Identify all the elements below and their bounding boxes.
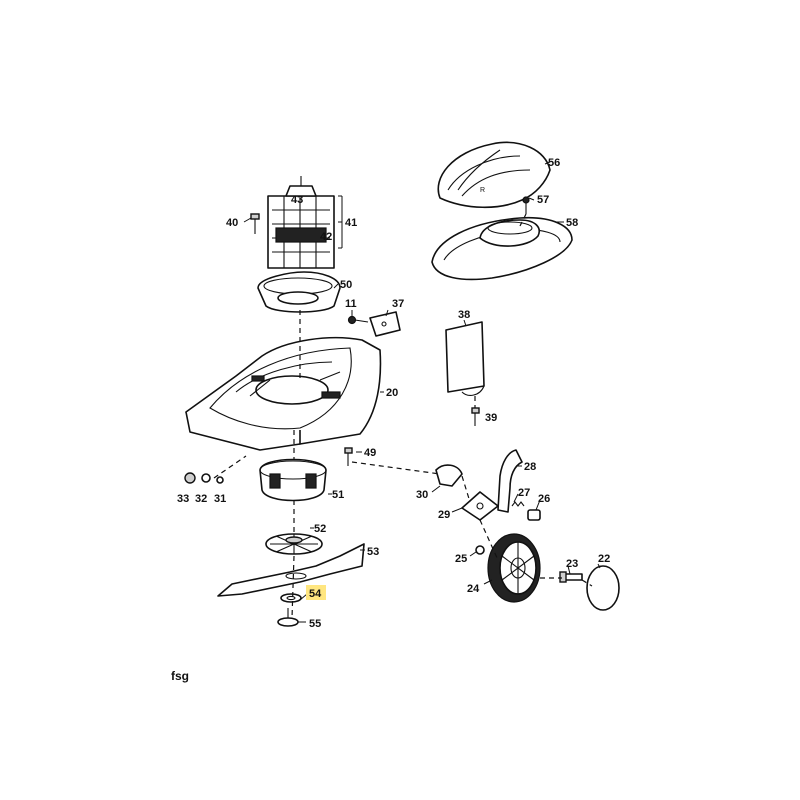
- label-54: 54: [309, 588, 322, 600]
- hub-cap-22-part: [586, 565, 620, 611]
- label-11: 11: [345, 298, 357, 310]
- wheel-bolt-23-part: [559, 571, 583, 583]
- label-51: 51: [332, 489, 344, 501]
- wheel-bracket-30-part: [435, 464, 463, 487]
- label-28: 28: [524, 461, 536, 473]
- blade-fan-part: [265, 533, 323, 555]
- label-33: 33: [177, 493, 189, 505]
- grass-flap-part: [445, 321, 485, 396]
- screw-49-part: [344, 447, 353, 466]
- highlight-box: [306, 585, 326, 600]
- label-55: 55: [309, 618, 321, 630]
- washer-25-part: [475, 545, 485, 555]
- mower-deck-housing-part: [185, 336, 382, 451]
- leader-lines: [243, 161, 601, 623]
- label-42: 42: [320, 231, 332, 243]
- label-26: 26: [538, 493, 550, 505]
- knob-26-part: [527, 509, 541, 521]
- label-20: 20: [386, 387, 398, 399]
- screw-40-part: [250, 213, 260, 234]
- label-32: 32: [195, 493, 207, 505]
- footer-text: fsg: [171, 669, 189, 683]
- washer-54-part: [280, 593, 302, 603]
- wheel-24-part: [487, 533, 541, 603]
- motor-mount-part: [257, 271, 341, 313]
- assembly-lines: [213, 213, 593, 619]
- label-52: 52: [314, 523, 326, 535]
- fastener-set-part: [184, 472, 224, 484]
- motor-cover-base-part: [431, 216, 573, 281]
- screw-39-part: [471, 407, 480, 426]
- electric-motor-part: [267, 176, 335, 269]
- label-57: 57: [537, 194, 549, 206]
- label-40: 40: [226, 217, 238, 229]
- label-41: 41: [345, 217, 357, 229]
- screw-11-part: [347, 315, 369, 325]
- label-49: 49: [364, 447, 376, 459]
- label-27: 27: [518, 487, 530, 499]
- screw-part: [522, 196, 530, 214]
- label-43: 43: [291, 194, 303, 206]
- guard-ring-part: [259, 458, 327, 502]
- label-39: 39: [485, 412, 497, 424]
- label-50: 50: [340, 279, 352, 291]
- spring-27-part: [511, 501, 525, 507]
- label-24: 24: [467, 583, 480, 595]
- label-56: 56: [548, 157, 560, 169]
- label-38: 38: [458, 309, 470, 321]
- label-37: 37: [392, 298, 404, 310]
- cutting-blade-part: [217, 543, 365, 597]
- label-23: 23: [566, 558, 578, 570]
- hood-cover-part: R: [437, 141, 551, 209]
- label-31: 31: [214, 493, 226, 505]
- label-29: 29: [438, 509, 450, 521]
- label-58: 58: [566, 217, 578, 229]
- label-53: 53: [367, 546, 379, 558]
- part-labels: 56 57 58 43 41 42 40 50 11 37 38 20 39 4…: [177, 157, 610, 630]
- svg-text:R: R: [480, 187, 485, 194]
- axle-plate-29-part: [461, 491, 499, 521]
- label-30: 30: [416, 489, 428, 501]
- bracket-37-part: [369, 311, 401, 337]
- label-22: 22: [598, 553, 610, 565]
- blade-bolt-part: [277, 608, 299, 627]
- height-lever-part: [497, 449, 523, 513]
- label-25: 25: [455, 553, 467, 565]
